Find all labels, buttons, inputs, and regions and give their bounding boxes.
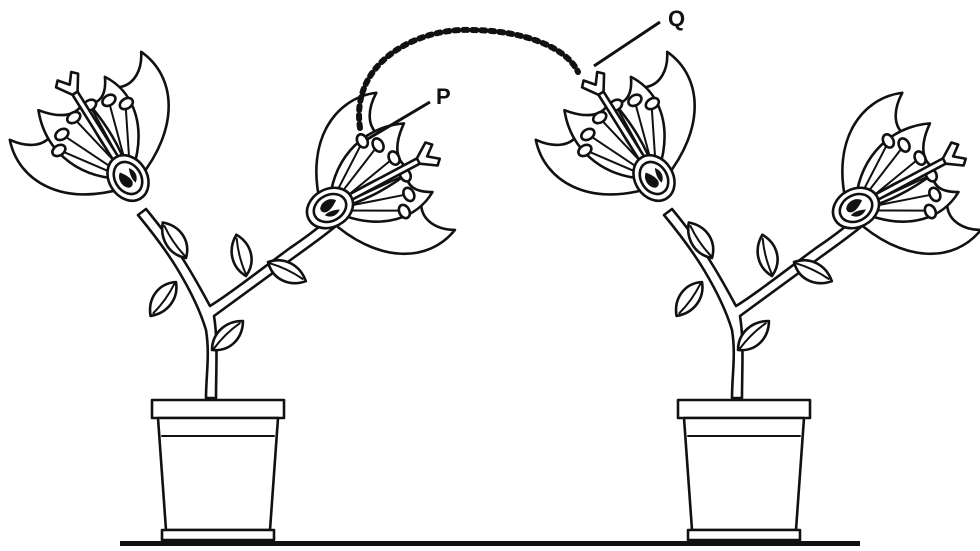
ground-line (120, 541, 860, 546)
label-p: P (436, 84, 451, 109)
pollen-transfer-arc (359, 30, 578, 128)
plant-left (0, 32, 475, 540)
plant-right (519, 32, 980, 540)
label-q: Q (668, 6, 685, 31)
leader-line-q (594, 22, 660, 66)
label-p-group: P (366, 84, 451, 140)
